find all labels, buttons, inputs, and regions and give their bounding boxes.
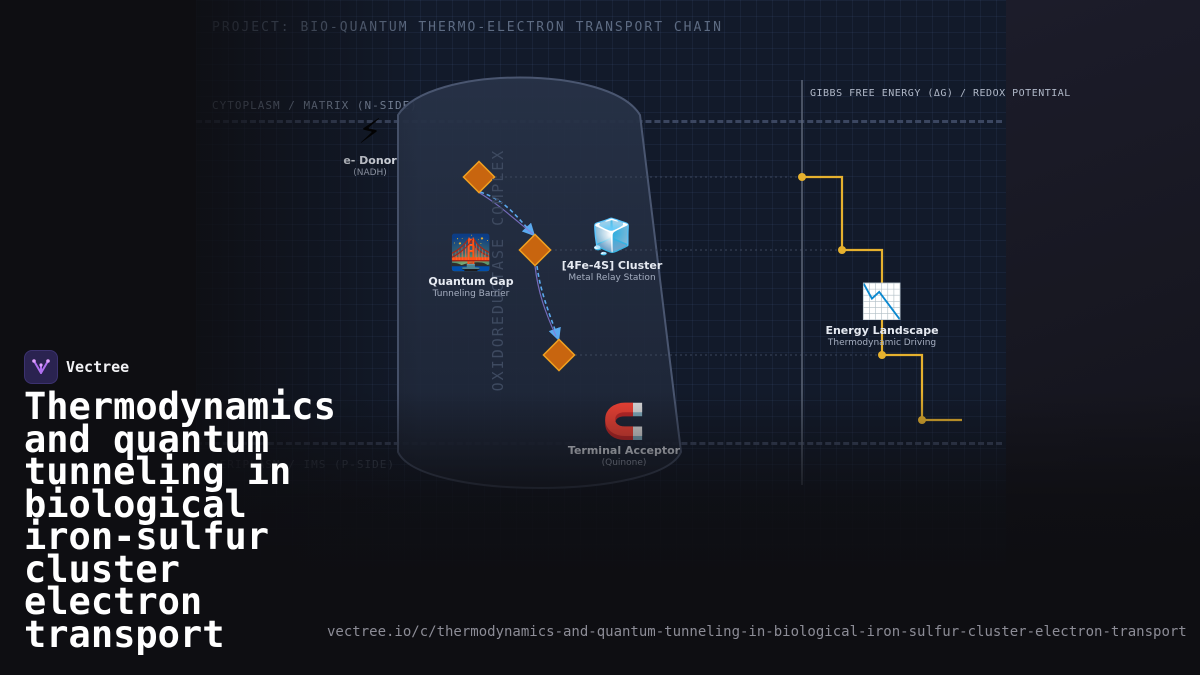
node-gap-name: Quantum Gap bbox=[428, 275, 514, 288]
chart-decreasing-icon: 📉 bbox=[860, 282, 904, 322]
energy-point-2 bbox=[838, 246, 846, 254]
energy-point-4 bbox=[918, 416, 926, 424]
node-acceptor: 🧲 Terminal Acceptor (Quinone) bbox=[568, 402, 680, 468]
brand: Vectree bbox=[24, 350, 129, 384]
node-gap-sub: Tunneling Barrier bbox=[432, 289, 510, 299]
node-cluster-sub: Metal Relay Station bbox=[568, 273, 656, 283]
node-cluster-name: [4Fe-4S] Cluster bbox=[561, 259, 663, 272]
node-quantum-gap: 🌉 Quantum Gap Tunneling Barrier bbox=[428, 233, 513, 299]
page-url: vectree.io/c/thermodynamics-and-quantum-… bbox=[327, 624, 1187, 640]
node-acceptor-sub: (Quinone) bbox=[601, 458, 647, 468]
energy-axis-label: GIBBS FREE ENERGY (ΔG) / REDOX POTENTIAL bbox=[810, 88, 1071, 99]
node-landscape-sub: Thermodynamic Driving bbox=[827, 338, 937, 348]
node-acceptor-name: Terminal Acceptor bbox=[567, 444, 681, 457]
node-donor-name: e- Donor bbox=[343, 154, 397, 167]
energy-point-1 bbox=[798, 173, 806, 181]
ice-cube-icon: 🧊 bbox=[590, 217, 634, 257]
headline: Thermodynamics and quantum tunneling in … bbox=[24, 385, 336, 656]
bridge-icon: 🌉 bbox=[449, 233, 493, 273]
vectree-logo-icon bbox=[24, 350, 58, 384]
node-energy-landscape: 📉 Energy Landscape Thermodynamic Driving bbox=[825, 282, 938, 348]
node-landscape-name: Energy Landscape bbox=[825, 324, 939, 337]
lightning-icon: ⚡ bbox=[358, 112, 382, 152]
energy-point-3 bbox=[878, 351, 886, 359]
magnet-icon: 🧲 bbox=[602, 402, 646, 442]
node-donor: ⚡ e- Donor (NADH) bbox=[343, 112, 396, 178]
node-donor-sub: (NADH) bbox=[353, 168, 387, 178]
brand-name: Vectree bbox=[66, 358, 130, 376]
node-cluster: 🧊 [4Fe-4S] Cluster Metal Relay Station bbox=[562, 217, 663, 283]
